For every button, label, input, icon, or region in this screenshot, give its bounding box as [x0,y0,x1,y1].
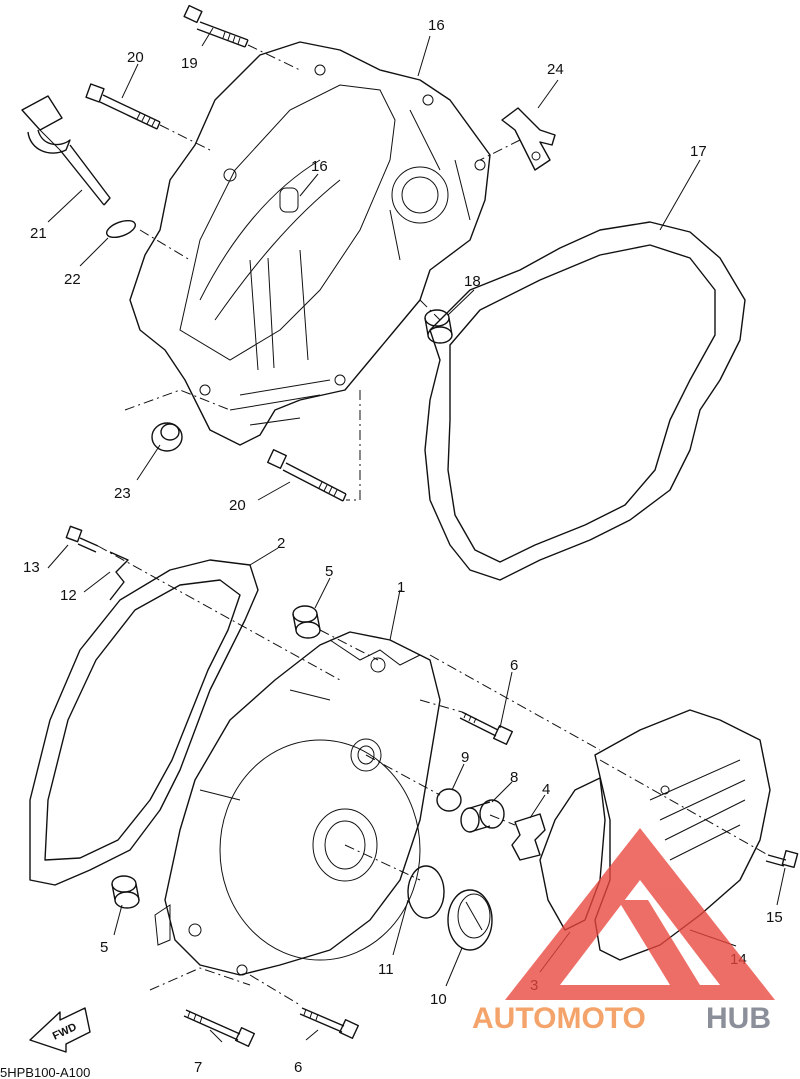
watermark-text-hub: HUB [706,1002,771,1035]
callout-21: 21 [30,225,47,242]
callout-20: 20 [229,497,246,514]
callout-5: 5 [100,939,108,956]
callout-16: 16 [428,17,445,34]
callout-labels: 19 16 20 24 16 17 21 22 18 23 20 2 13 12… [23,17,783,1076]
gasket-17 [424,221,746,581]
o-ring-22 [106,219,136,239]
callout-11: 11 [378,961,394,978]
damper-4 [511,813,546,861]
callout-12: 12 [60,587,77,604]
callout-19: 19 [181,55,198,72]
callout-17: 17 [690,143,707,160]
o-ring-11 [407,865,445,919]
bolt-15 [765,849,799,869]
callout-7: 7 [194,1059,202,1076]
callout-2: 2 [277,535,285,552]
callout-20: 20 [127,49,144,66]
plug-10 [447,889,493,951]
bolt-6-upper [459,711,514,746]
assembly-line-upper [124,44,521,501]
callout-18: 18 [464,273,481,290]
assembly-line-lower [97,545,769,1006]
bolt-20-upper [85,83,161,130]
drawing-code: 5HPB100-A100 [0,1065,90,1079]
bolt-7 [183,1009,256,1048]
plug-8 [460,799,505,833]
callout-6: 6 [294,1059,302,1076]
watermark-text-automoto: AUTOMOTO [472,1002,646,1035]
crankcase-cover-16 [129,41,491,446]
callout-6: 6 [510,657,518,674]
callout-13: 13 [23,559,40,576]
callout-15: 15 [766,909,783,926]
fwd-arrow: FWD [29,1007,91,1053]
bolt-6-lower [299,1007,360,1040]
callout-5: 5 [325,563,333,580]
dipstick-21 [21,95,111,206]
crankcase-cover-1 [154,631,441,976]
callout-8: 8 [510,769,518,786]
callout-24: 24 [547,61,564,78]
dowel-pin-18 [424,309,453,344]
gasket-2 [29,559,259,886]
bolt-13 [65,525,99,553]
callout-23: 23 [114,485,131,502]
bracket-24 [501,107,556,171]
dowel-pin-5-upper [292,605,321,639]
o-ring-9 [436,788,462,812]
watermark-logo [505,828,775,1000]
callout-4: 4 [542,781,550,798]
dowel-pin-5-lower [111,875,140,909]
callout-16: 16 [311,158,328,175]
clip-12 [109,551,129,601]
oil-seal-23 [151,422,183,452]
callout-9: 9 [461,749,469,766]
bolt-20-lower [266,448,347,502]
callout-22: 22 [64,271,81,288]
callout-10: 10 [430,991,447,1008]
callout-1: 1 [397,579,405,596]
bolt-19 [183,4,249,48]
